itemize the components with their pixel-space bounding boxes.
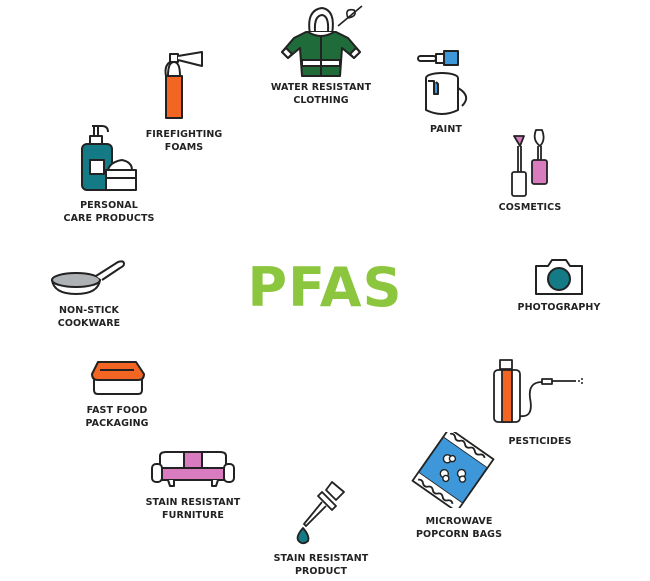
label-line2: FURNITURE [162, 510, 224, 521]
label-line2: CLOTHING [293, 95, 349, 106]
mascara-icon [511, 129, 548, 197]
jacket-icon [281, 5, 363, 77]
sprayer-icon [493, 359, 583, 423]
label-line1: STAIN RESISTANT [273, 553, 369, 564]
food-container-icon [91, 361, 145, 395]
popcorn-bag-icon [411, 432, 495, 508]
label-line2: PACKAGING [85, 418, 149, 429]
sofa-icon [151, 451, 235, 487]
label-line1: WATER RESISTANT [270, 82, 372, 93]
label-line2: POPCORN BAGS [415, 529, 503, 540]
label-line1: PESTICIDES [508, 436, 572, 447]
label-line2: PRODUCT [294, 566, 348, 577]
label-line1: FIREFIGHTING [145, 129, 223, 140]
label-line1: NON-STICK [58, 305, 119, 316]
label-line2: CARE PRODUCTS [63, 213, 155, 224]
fire-extinguisher-icon [164, 51, 203, 119]
label-line1: PERSONAL [80, 200, 138, 211]
paint-can-icon [417, 50, 468, 115]
page-title: PFAS [247, 256, 403, 319]
label-line2: FOAMS [164, 142, 204, 153]
label-line1: MICROWAVE [425, 516, 493, 527]
label-line1: FAST FOOD [86, 405, 148, 416]
camera-icon [535, 259, 583, 295]
frying-pan-icon [51, 260, 125, 295]
label-line2: COOKWARE [57, 318, 121, 329]
label-line1: PAINT [430, 124, 462, 135]
lotion-bottle-icon [81, 125, 137, 191]
label-line1: STAIN RESISTANT [145, 497, 241, 508]
dropper-icon [296, 481, 345, 545]
label-line1: PHOTOGRAPHY [517, 302, 601, 313]
label-line1: COSMETICS [498, 202, 562, 213]
